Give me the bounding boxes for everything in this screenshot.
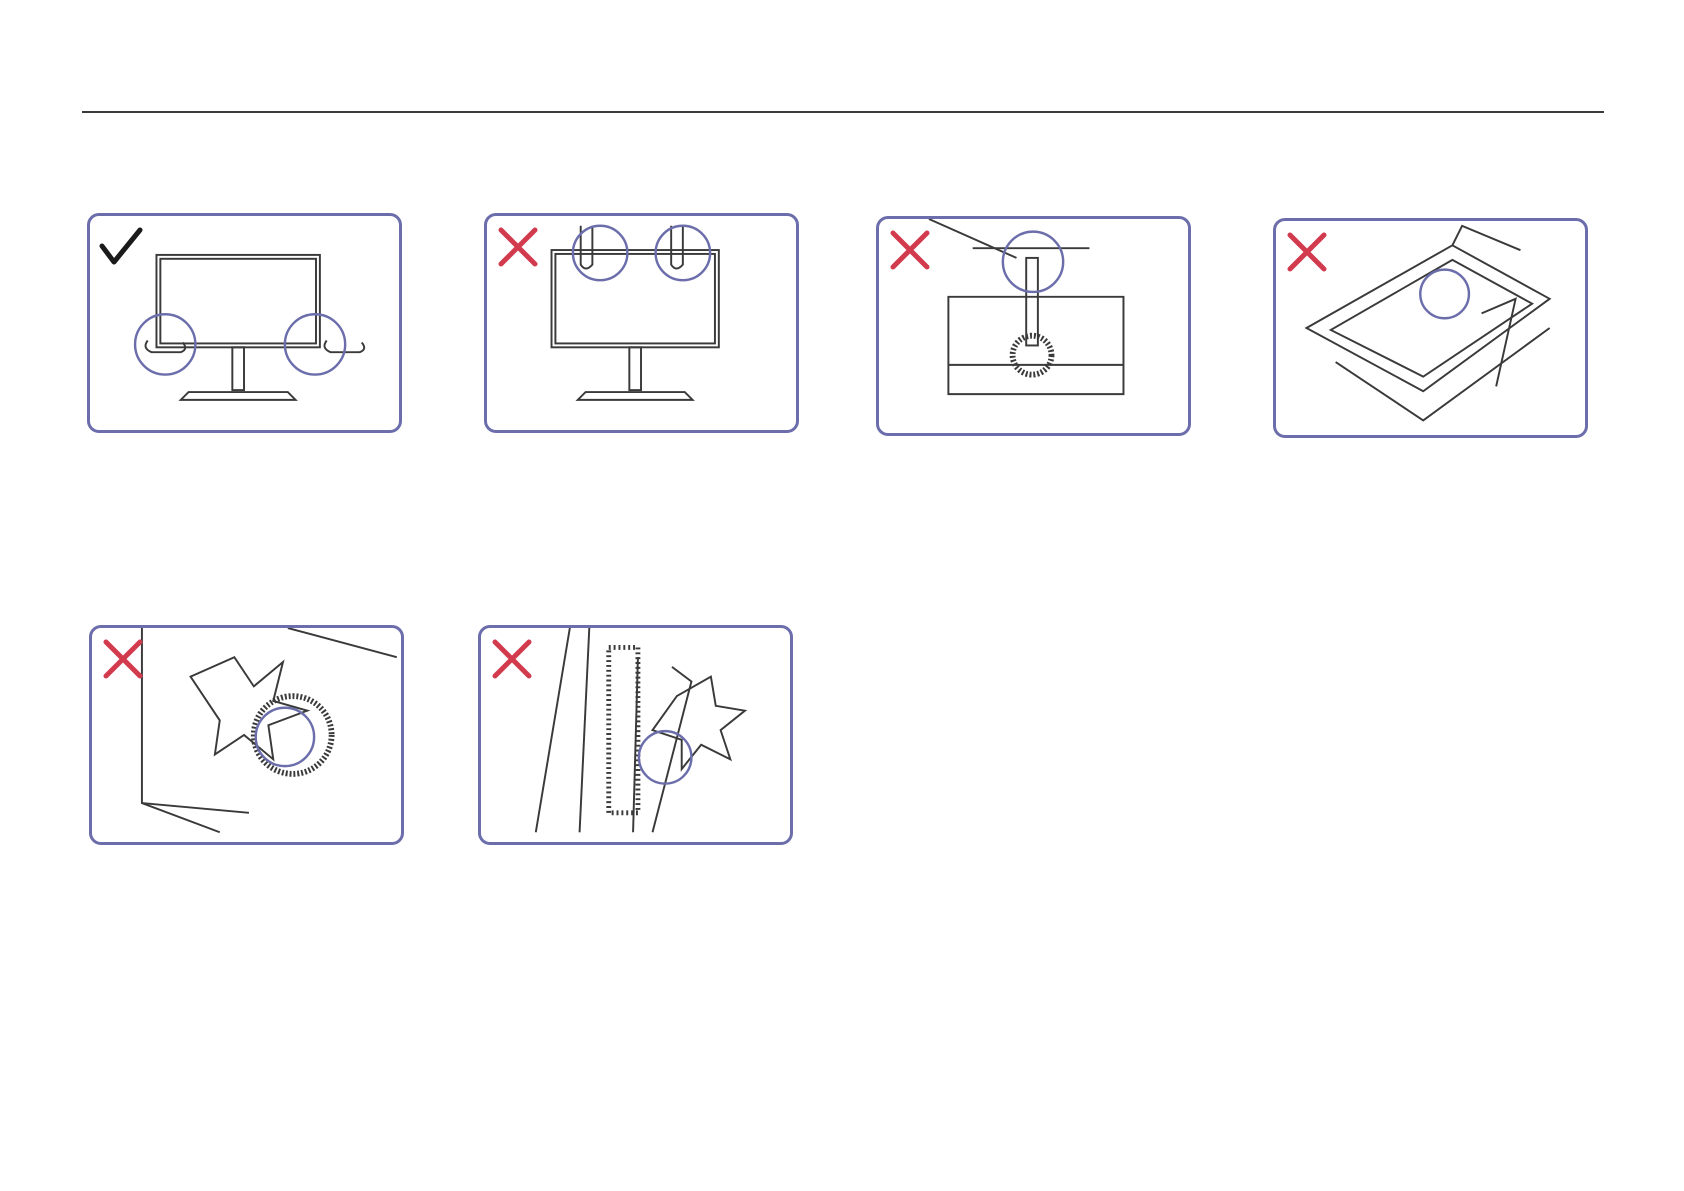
illustration-panel-finger-pinch	[478, 625, 793, 845]
cross-icon	[1284, 229, 1330, 275]
check-icon	[98, 224, 144, 270]
illustration-panel-press-in-box	[1273, 218, 1588, 438]
cross-icon	[100, 636, 146, 682]
cross-icon	[887, 227, 933, 273]
cross-icon	[489, 636, 535, 682]
illustration-panel-stand-grip	[876, 216, 1191, 436]
header-rule	[82, 111, 1604, 113]
illustration-panel-correct-grip	[87, 213, 402, 433]
illustration-panel-finger-joint	[89, 625, 404, 845]
illustration-panel-top-grip	[484, 213, 799, 433]
cross-icon	[495, 224, 541, 270]
